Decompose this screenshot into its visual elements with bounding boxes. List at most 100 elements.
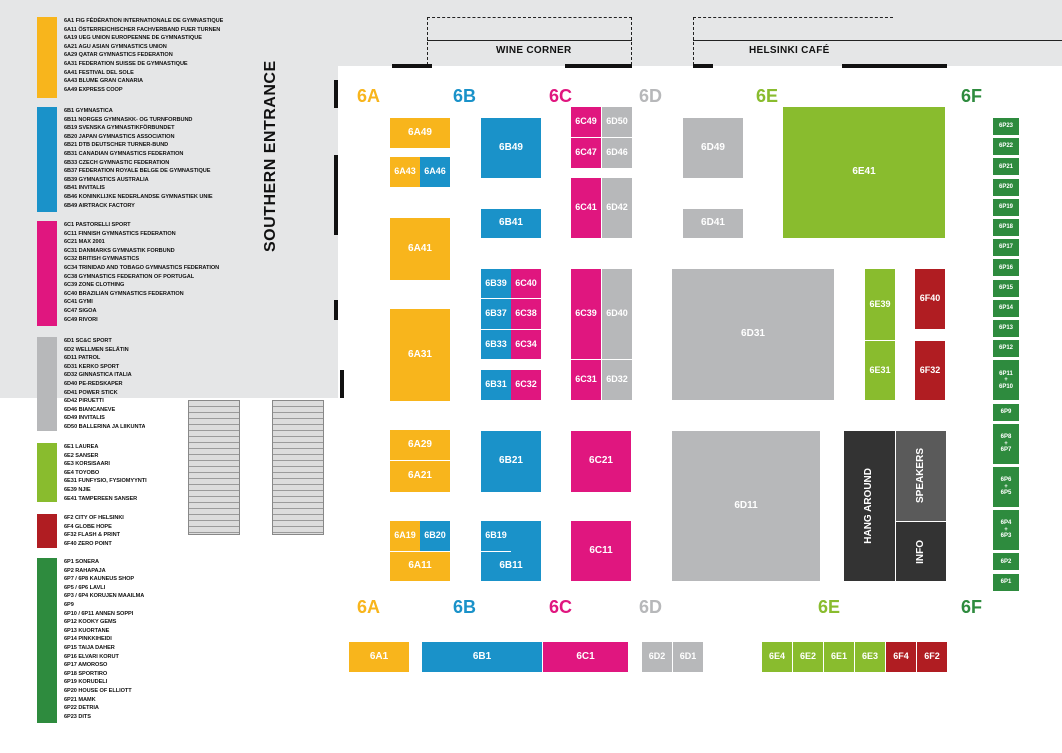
booth-6p[interactable]: 6P4 + 6P3: [993, 510, 1019, 551]
legend-bar-a: [37, 17, 57, 98]
booth-6b49[interactable]: 6B49: [481, 118, 541, 178]
zone-label-6f-bottom: 6F: [961, 597, 983, 617]
info-area[interactable]: INFO: [896, 522, 946, 581]
booth-6e2[interactable]: 6E2: [793, 642, 823, 672]
booth-6a1[interactable]: 6A1: [349, 642, 409, 672]
booth-6p[interactable]: 6P8 + 6P7: [993, 423, 1019, 464]
booth-6a31[interactable]: 6A31: [390, 309, 450, 401]
booth-6c31[interactable]: 6C31: [571, 360, 601, 400]
booth-6c11[interactable]: 6C11: [571, 521, 631, 581]
booth-6c40[interactable]: 6C40: [511, 269, 541, 298]
booth-6p[interactable]: 6P22: [993, 138, 1019, 156]
booth-6p[interactable]: 6P16: [993, 259, 1019, 277]
legend-entry: 6E1 LAUREA: [64, 444, 99, 450]
booth-6p[interactable]: 6P11 + 6P10: [993, 360, 1019, 401]
zone-label-6b-bottom: 6B: [453, 597, 477, 617]
booth-6a11[interactable]: 6A11: [390, 552, 450, 581]
booth-6c47[interactable]: 6C47: [571, 138, 601, 168]
booth-6b31[interactable]: 6B31: [481, 370, 511, 400]
booth-6f32[interactable]: 6F32: [915, 341, 945, 400]
booth-6p[interactable]: 6P14: [993, 299, 1019, 317]
booth-6b11[interactable]: 6B11: [481, 552, 541, 581]
booth-6a19[interactable]: 6A19: [390, 521, 420, 551]
legend-entry: 6D31 KERKO SPORT: [64, 363, 120, 370]
legend-entry: 6F2 CITY OF HELSINKI: [64, 515, 124, 521]
booth-6c21[interactable]: 6C21: [571, 431, 631, 492]
booth-6p[interactable]: 6P20: [993, 178, 1019, 196]
speakers-area[interactable]: SPEAKERS: [896, 431, 946, 521]
booth-6p[interactable]: 6P23: [993, 118, 1019, 135]
booth-6p[interactable]: 6P9: [993, 403, 1019, 421]
booth-6e1[interactable]: 6E1: [824, 642, 854, 672]
booth-6b1[interactable]: 6B1: [422, 642, 542, 672]
booth-6p[interactable]: 6P21: [993, 158, 1019, 176]
booth-6p[interactable]: 6P19: [993, 198, 1019, 216]
booth-6b20[interactable]: 6B20: [420, 521, 450, 551]
legend-entry: 6F40 ZERO POINT: [64, 540, 112, 547]
booth-6d11[interactable]: 6D11: [672, 431, 820, 581]
booth-6c34[interactable]: 6C34: [511, 330, 541, 359]
booth-6a43[interactable]: 6A43: [390, 157, 420, 187]
booth-6p[interactable]: 6P17: [993, 239, 1019, 257]
legend-entry: 6B39 GYMNASTICS AUSTRALIA: [64, 176, 149, 183]
legend-entry: 6P15 TAIJA DAHER: [64, 644, 115, 651]
zone-label-6a-top: 6A: [357, 86, 381, 106]
booth-6f4[interactable]: 6F4: [886, 642, 916, 672]
booth-6c49[interactable]: 6C49: [571, 107, 601, 137]
legend-entry: 6A21 AGU ASIAN GYMNASTICS UNION: [64, 43, 167, 50]
hang-around-area[interactable]: HANG AROUND: [844, 431, 895, 581]
legend-entry: 6P19 KORUDELI: [64, 679, 108, 686]
booth-6b19[interactable]: 6B19: [481, 521, 511, 551]
booth-6p[interactable]: 6P2: [993, 553, 1019, 571]
booth-6b39[interactable]: 6B39: [481, 269, 511, 298]
booth-6f40[interactable]: 6F40: [915, 269, 945, 329]
stairs-left[interactable]: [188, 400, 240, 535]
booth-6p[interactable]: 6P6 + 6P5: [993, 467, 1019, 507]
booth-6b41[interactable]: 6B41: [481, 209, 541, 238]
legend-entry: 6P3 / 6P4 KORUJEN MAAILMA: [64, 593, 145, 600]
booth-6d46[interactable]: 6D46: [602, 138, 632, 168]
booth-6p[interactable]: 6P13: [993, 320, 1019, 337]
booth-6p[interactable]: 6P18: [993, 219, 1019, 236]
booth-6c41[interactable]: 6C41: [571, 178, 601, 238]
booth-6a21[interactable]: 6A21: [390, 461, 450, 492]
booth-6f2[interactable]: 6F2: [917, 642, 947, 672]
booth-6b33[interactable]: 6B33: [481, 330, 511, 359]
booth-6b21[interactable]: 6B21: [481, 431, 541, 492]
booth-6e3[interactable]: 6E3: [855, 642, 885, 672]
booth-6d2[interactable]: 6D2: [642, 642, 672, 672]
booth-6b37[interactable]: 6B37: [481, 299, 511, 329]
legend-entry: 6C38 GYMNASTICS FEDERATION OF PORTUGAL: [64, 273, 195, 280]
booth-6d32[interactable]: 6D32: [602, 360, 632, 400]
legend-entry: 6B1 GYMNASTICA: [64, 108, 113, 114]
legend-entry: 6A31 FEDERATION SUISSE DE GYMNASTIQUE: [64, 60, 188, 67]
booth-6a46[interactable]: 6A46: [420, 157, 450, 187]
booth-6c39[interactable]: 6C39: [571, 269, 601, 359]
booth-6d50[interactable]: 6D50: [602, 107, 632, 137]
booth-6d49[interactable]: 6D49: [683, 118, 743, 178]
booth-6d41[interactable]: 6D41: [683, 209, 743, 238]
stairs-right[interactable]: [272, 400, 324, 535]
booth-6c32[interactable]: 6C32: [511, 370, 541, 400]
booth-6p[interactable]: 6P12: [993, 340, 1019, 358]
booth-6e41[interactable]: 6E41: [783, 107, 945, 238]
booth-6p[interactable]: 6P1: [993, 573, 1019, 591]
booth-6e39[interactable]: 6E39: [865, 269, 895, 340]
speakers-label: SPEAKERS: [914, 448, 926, 504]
booth-6p[interactable]: 6P15: [993, 279, 1019, 297]
booth-6d1[interactable]: 6D1: [673, 642, 703, 672]
booth-6a29[interactable]: 6A29: [390, 430, 450, 460]
legend-entry: 6B33 CZECH GYMNASTIC FEDERATION: [64, 159, 170, 166]
zone-label-6c-top: 6C: [549, 86, 573, 106]
booth-6d40[interactable]: 6D40: [602, 269, 632, 359]
booth-6c38[interactable]: 6C38: [511, 299, 541, 329]
booth-6d42[interactable]: 6D42: [602, 178, 632, 238]
booth-6e4[interactable]: 6E4: [762, 642, 792, 672]
legend-entry: 6C31 DANMARKS GYMNASTIK FORBUND: [64, 247, 175, 254]
legend-entry: 6P22 DETRIA: [64, 705, 99, 712]
booth-6d31[interactable]: 6D31: [672, 269, 834, 400]
booth-6c1[interactable]: 6C1: [543, 642, 628, 672]
booth-6e31[interactable]: 6E31: [865, 341, 895, 400]
booth-6a49[interactable]: 6A49: [390, 118, 450, 148]
booth-6a41[interactable]: 6A41: [390, 218, 450, 280]
